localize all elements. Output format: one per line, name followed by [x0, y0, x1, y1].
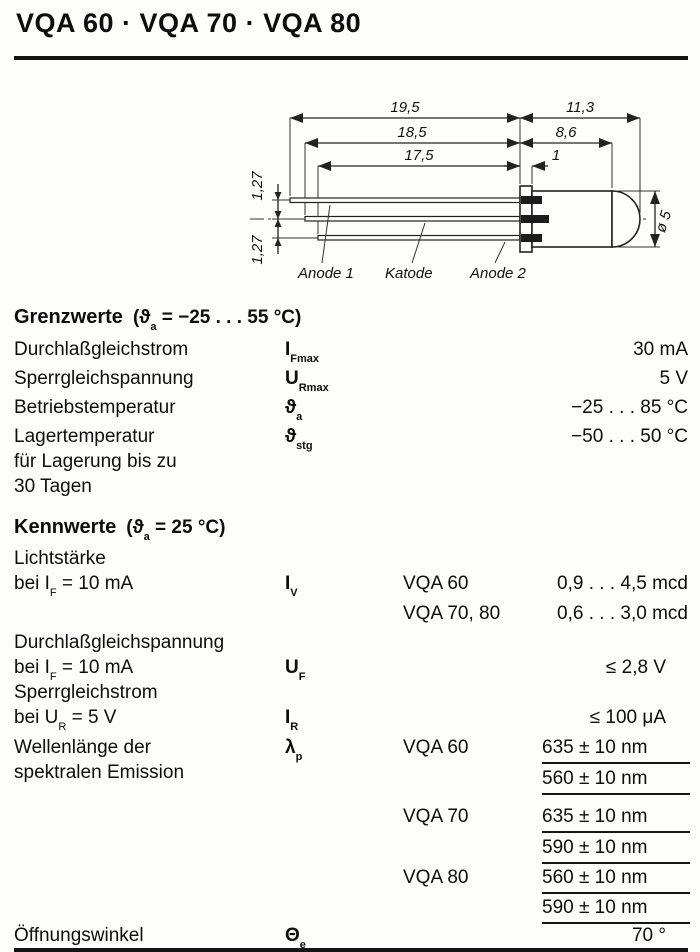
row-symbol: IFmax — [285, 339, 320, 365]
wavelength-value: 635 ± 10 nm — [542, 806, 690, 833]
lead-block-3 — [521, 234, 542, 242]
led-package — [519, 185, 641, 253]
row-label-line3: 30 Tagen — [14, 476, 92, 497]
wavelength-value: 560 ± 10 nm — [542, 768, 690, 795]
dim-8-6: 8,6 — [556, 124, 578, 141]
row-label-line2: spektralen Emission — [14, 762, 185, 783]
lead-anode1 — [289, 197, 521, 204]
dim-17-5: 17,5 — [404, 147, 434, 164]
row-symbol: ϑa — [285, 397, 303, 423]
dimension-lines — [277, 113, 660, 254]
row-label: Sperrgleichstrom — [14, 682, 158, 703]
led-dimension-drawing: 19,5 11,3 18,5 8,6 17,5 1 1,27 1,27 ø 5 … — [249, 99, 675, 282]
row-label-line2: bei IF = 10 mA — [14, 573, 134, 599]
page-title: VQA 60 · VQA 70 · VQA 80 — [16, 8, 362, 38]
row-value: −50 . . . 50 °C — [571, 426, 688, 447]
section-heading-grenzwerte: Grenzwerte (ϑa = −25 . . . 55 °C) — [14, 306, 302, 333]
row-value: 0,6 . . . 3,0 mcd — [557, 603, 688, 624]
row-value: ≤ 2,8 V — [605, 657, 666, 678]
row-label: Sperrgleichspannung — [14, 368, 194, 389]
dim-19-5: 19,5 — [390, 99, 420, 116]
dim-11-3: 11,3 — [566, 99, 595, 116]
row-label: Betriebstemperatur — [14, 397, 176, 418]
pin-label-anode1: Anode 1 — [297, 265, 354, 282]
pin-leader-lines — [321, 204, 506, 264]
row-label: Lagertemperatur — [14, 426, 155, 447]
dim-1: 1 — [552, 147, 560, 164]
row-label-line2: bei UR = 5 V — [14, 707, 117, 733]
pin-label-katode: Katode — [385, 265, 433, 282]
dim-1-27-bottom: 1,27 — [249, 235, 266, 265]
heading-text: Kennwerte — [14, 516, 117, 538]
row-symbol: UF — [285, 657, 306, 683]
heading-text: Grenzwerte — [14, 306, 123, 328]
variant-label: VQA 70 — [403, 806, 469, 827]
section-heading-kennwerte: Kennwerte (ϑa = 25 °C) — [14, 516, 226, 543]
variant-label: VQA 80 — [403, 867, 469, 888]
row-value: 70 ° — [631, 925, 666, 946]
row-symbol: URmax — [285, 368, 329, 394]
lead-block-1 — [521, 196, 542, 204]
wavelength-value: 590 ± 10 nm — [542, 897, 690, 924]
row-symbol: IV — [285, 573, 298, 599]
dim-18-5: 18,5 — [397, 124, 427, 141]
heading-condition: (ϑa = −25 . . . 55 °C) — [132, 307, 302, 333]
row-label-line2: für Lagerung bis zu — [14, 451, 177, 472]
wavelength-value: 635 ± 10 nm — [542, 737, 690, 764]
wavelength-value: 590 ± 10 nm — [542, 837, 690, 864]
row-label: Durchlaßgleichstrom — [14, 339, 189, 360]
header-rule — [14, 56, 688, 60]
row-value: 0,9 . . . 4,5 mcd — [557, 573, 688, 594]
row-symbol: Θe — [285, 925, 306, 951]
row-value: −25 . . . 85 °C — [571, 397, 688, 418]
wavelength-value: 560 ± 10 nm — [542, 867, 690, 894]
pitch-dim-arrows — [274, 192, 282, 246]
variant-label: VQA 70, 80 — [403, 603, 501, 624]
led-dome — [611, 190, 641, 248]
row-symbol: λp — [285, 737, 303, 763]
lead-block-2 — [521, 215, 549, 223]
row-label-line2: bei IF = 10 mA — [14, 657, 134, 683]
row-symbol: ϑstg — [285, 426, 313, 452]
lead-anode2 — [317, 234, 521, 241]
pin-label-anode2: Anode 2 — [469, 265, 527, 282]
row-symbol: IR — [285, 707, 299, 733]
row-value: 30 mA — [633, 339, 688, 360]
row-label: Lichtstärke — [14, 548, 106, 569]
heading-condition: (ϑa = 25 °C) — [126, 517, 226, 543]
footer-rule — [14, 948, 688, 952]
row-value: ≤ 100 μA — [589, 707, 666, 728]
dim-diameter-5-label: ø 5 — [652, 208, 675, 234]
row-label: Wellenlänge der — [14, 737, 151, 758]
led-leads — [289, 197, 521, 241]
dim-1-27-top: 1,27 — [249, 171, 266, 201]
lead-katode — [304, 215, 521, 222]
row-label: Öffnungswinkel — [14, 925, 144, 946]
row-value: 5 V — [659, 368, 688, 389]
variant-label: VQA 60 — [403, 573, 469, 594]
variant-label: VQA 60 — [403, 737, 469, 758]
row-label: Durchlaßgleichspannung — [14, 632, 225, 653]
